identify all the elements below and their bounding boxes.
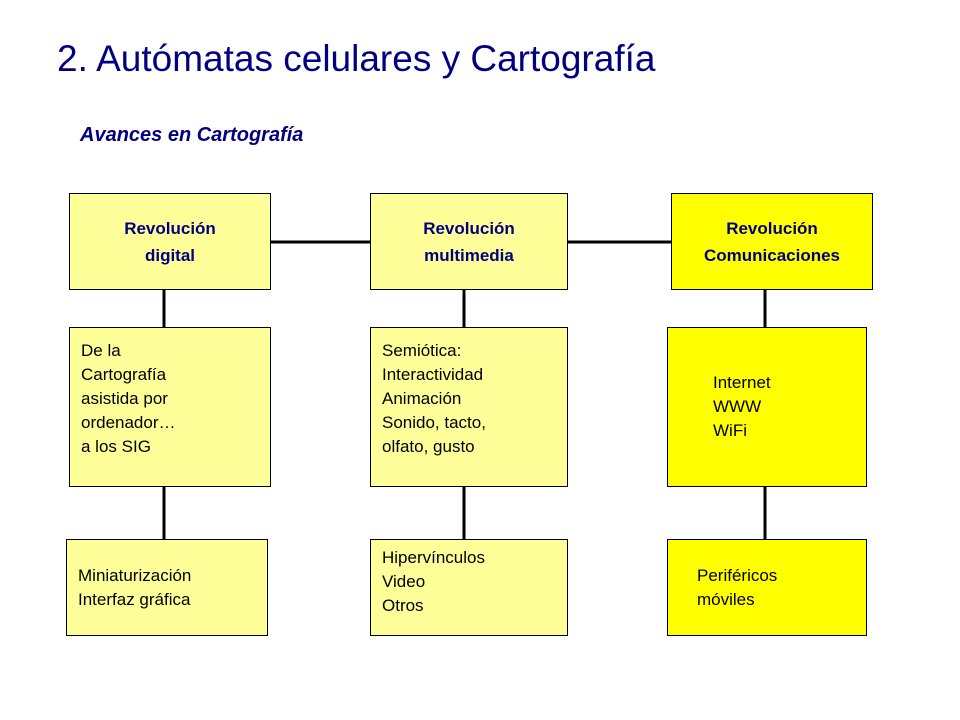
box-semiotica: Semiótica: Interactividad Animación Soni… bbox=[370, 327, 568, 487]
box-hipervinculos-line-3: Otros bbox=[382, 596, 424, 615]
box-revolucion-digital: Revolución digital bbox=[69, 193, 271, 290]
box-miniaturizacion-line-1: Miniaturización bbox=[78, 565, 192, 585]
box-cartografia-sig-line-2: Cartografía bbox=[81, 365, 167, 384]
box-internet-line-1: Internet bbox=[713, 373, 771, 392]
box-perifericos-line-1: Periféricos bbox=[697, 565, 778, 585]
box-hipervinculos-line-1: Hipervínculos bbox=[382, 548, 485, 567]
box-miniaturizacion-line-2: Interfaz gráfica bbox=[78, 589, 191, 609]
box-semiotica-line-2: Interactividad bbox=[382, 365, 484, 384]
box-revolucion-comunicaciones-line-2: Comunicaciones bbox=[703, 245, 841, 265]
box-semiotica-line-5: olfato, gusto bbox=[382, 437, 475, 456]
box-miniaturizacion: Miniaturización Interfaz gráfica bbox=[66, 539, 268, 636]
box-internet-line-2: WWW bbox=[713, 397, 762, 416]
box-revolucion-multimedia-line-1: Revolución bbox=[423, 218, 515, 238]
box-revolucion-multimedia-line-2: multimedia bbox=[424, 245, 514, 265]
box-revolucion-digital-line-1: Revolución bbox=[124, 218, 216, 238]
box-hipervinculos-line-2: Video bbox=[382, 572, 426, 591]
box-revolucion-digital-line-2: digital bbox=[144, 245, 196, 265]
box-semiotica-line-1: Semiótica: bbox=[382, 341, 462, 360]
box-perifericos-line-2: móviles bbox=[697, 589, 755, 609]
box-semiotica-line-3: Animación bbox=[382, 389, 462, 408]
box-cartografia-sig-line-3: asistida por bbox=[81, 389, 168, 408]
box-cartografia-sig-line-4: ordenador… bbox=[81, 413, 176, 432]
box-revolucion-comunicaciones: Revolución Comunicaciones bbox=[671, 193, 873, 290]
box-perifericos: Periféricos móviles bbox=[667, 539, 867, 636]
box-internet-line-3: WiFi bbox=[713, 421, 747, 440]
box-hipervinculos: Hipervínculos Video Otros bbox=[370, 539, 568, 636]
box-revolucion-multimedia: Revolución multimedia bbox=[370, 193, 568, 290]
box-revolucion-comunicaciones-line-1: Revolución bbox=[726, 218, 818, 238]
slide-subtitle: Avances en Cartografía bbox=[80, 124, 304, 146]
box-internet: Internet WWW WiFi bbox=[667, 327, 867, 487]
box-cartografia-sig: De la Cartografía asistida por ordenador… bbox=[69, 327, 271, 487]
box-cartografia-sig-line-1: De la bbox=[81, 341, 121, 360]
slide-title: 2. Autómatas celulares y Cartografía bbox=[57, 38, 656, 79]
box-cartografia-sig-line-5: a los SIG bbox=[81, 437, 151, 456]
box-semiotica-line-4: Sonido, tacto, bbox=[382, 413, 486, 432]
